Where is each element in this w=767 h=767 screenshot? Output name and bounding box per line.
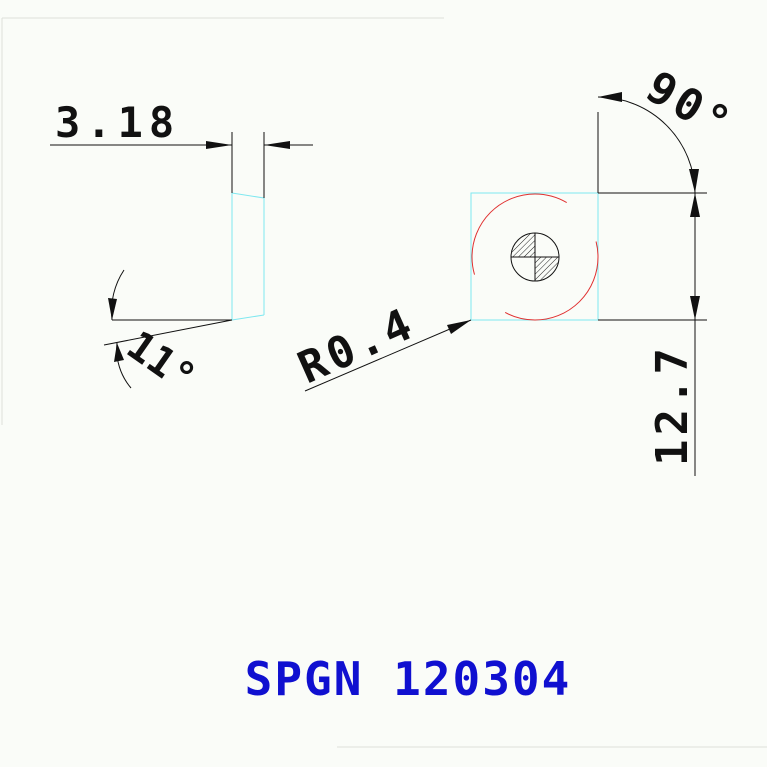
- inscribed-circle-dimension: [598, 193, 707, 476]
- ic-arrow-bottom: [690, 296, 700, 320]
- ic-arrow-top: [690, 193, 700, 217]
- clearance-arrow-bottom: [114, 343, 124, 362]
- thickness-arrow-left: [206, 141, 232, 149]
- thickness-label: 3.18: [55, 98, 180, 147]
- clearance-angle-label: 11°: [118, 323, 204, 402]
- insert-side-profile: [231, 192, 265, 321]
- side-view: 3.18 11°: [50, 98, 313, 402]
- corner-radius-label: R0.4: [291, 298, 423, 394]
- thickness-arrow-right: [264, 141, 290, 149]
- corner-radius-leader: [304, 319, 472, 392]
- sheet-border: [1, 17, 767, 748]
- clearance-arrow-top: [108, 298, 117, 320]
- top-view: R0.4 90° 12.7: [291, 61, 742, 476]
- inscribed-circle-label: 12.7: [647, 344, 698, 466]
- insert-code-title: SPGN 120304: [245, 652, 572, 706]
- corner-angle-arrow-left: [598, 92, 622, 102]
- corner-radius-arrow: [447, 320, 471, 334]
- corner-angle-label: 90°: [638, 61, 743, 151]
- center-hole: [510, 232, 560, 282]
- inscribed-circle: [471, 193, 599, 321]
- corner-angle-arrow-bottom: [689, 169, 699, 193]
